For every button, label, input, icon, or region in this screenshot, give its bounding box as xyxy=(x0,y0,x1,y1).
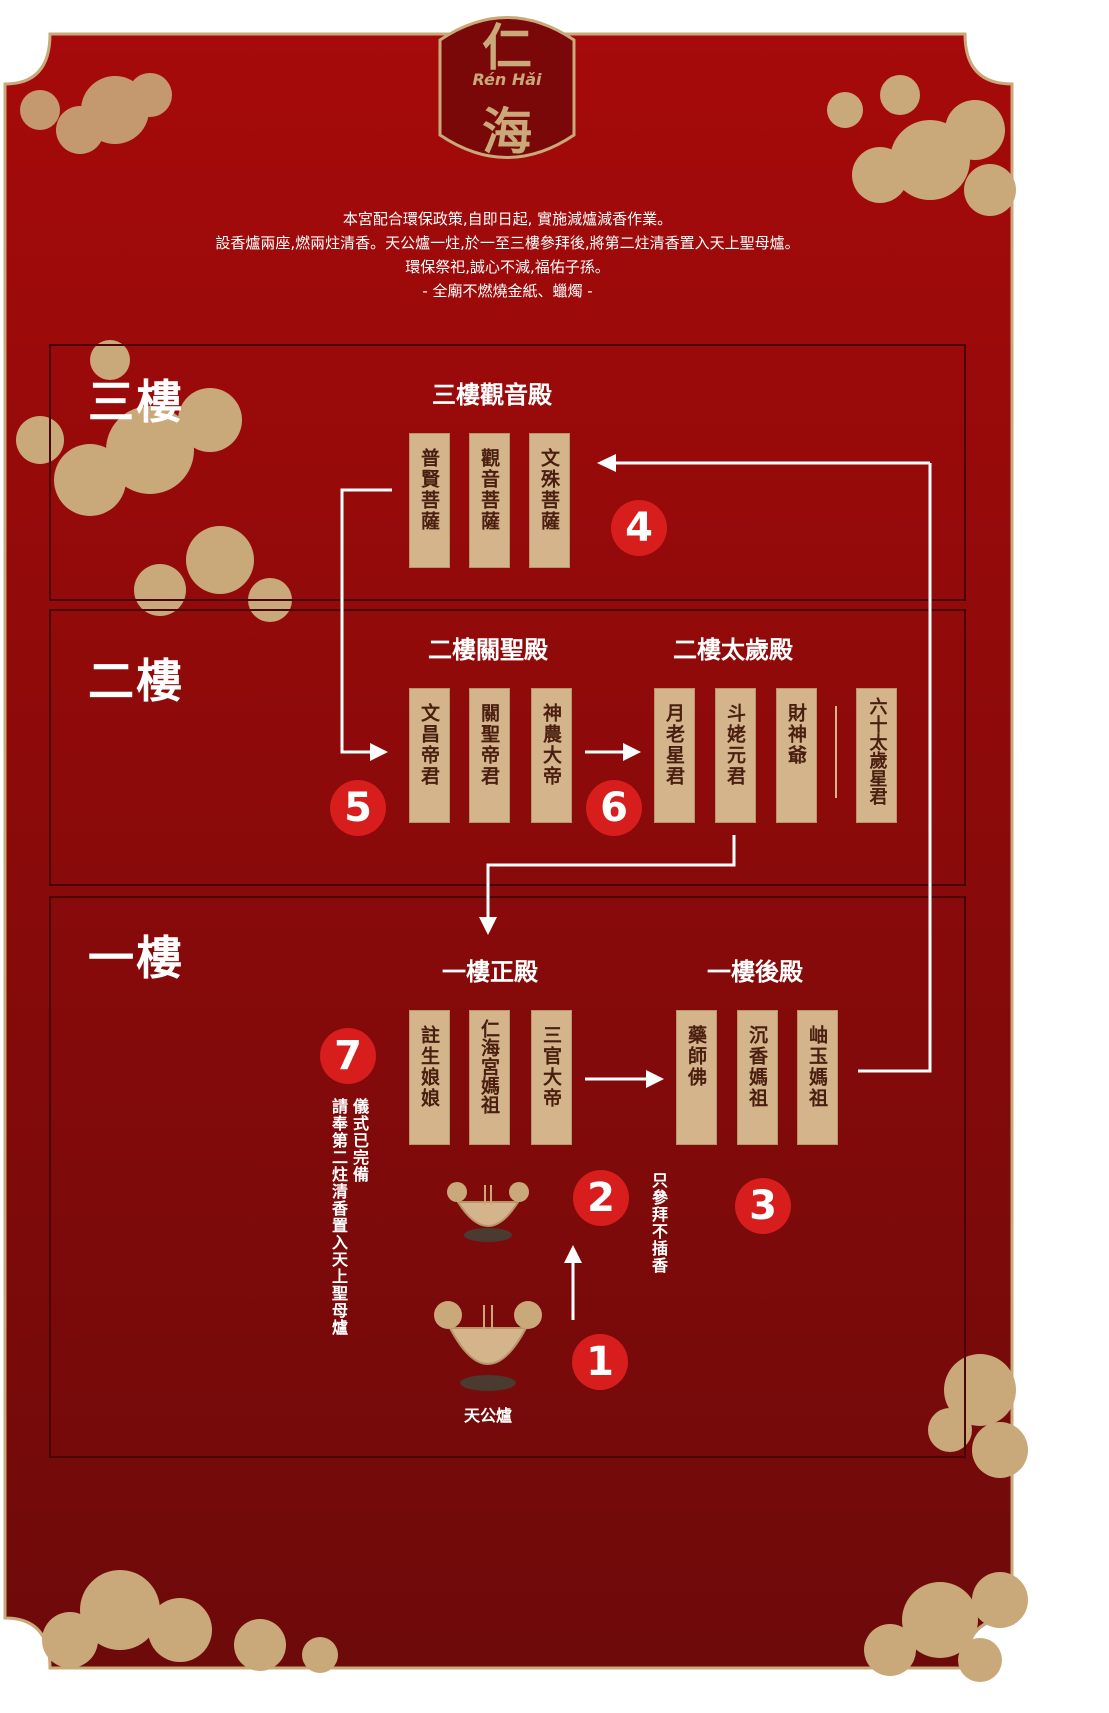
notice-line-2: 設香爐兩座,燃兩炷清香。天公爐一炷,於一至三樓參拜後,將第二炷清香置入天上聖母爐… xyxy=(215,234,800,252)
hall-title-second-left: 二樓關聖殿 xyxy=(428,636,548,664)
deity-plaque: 六十太歲星君 xyxy=(856,688,897,823)
hall-title-second-right: 二樓太歲殿 xyxy=(673,636,793,664)
deity-plaque: 月老星君 xyxy=(654,688,695,823)
floor-label-second: 二樓 xyxy=(88,654,184,708)
deity-plaque: 斗姥元君 xyxy=(715,688,756,823)
step-7-note-line-1: 儀式已完備 xyxy=(350,1098,369,1183)
step-badge-2: 2 xyxy=(573,1170,629,1226)
notice-line-1: 本宮配合環保政策,自即日起, 實施減爐減香作業。 xyxy=(342,210,673,228)
deity-plaque: 文昌帝君 xyxy=(409,688,450,823)
arrow-icon xyxy=(370,454,664,1263)
logo-seal-icon xyxy=(438,16,576,159)
deity-plaque: 神農大帝 xyxy=(531,688,572,823)
cloud-icon xyxy=(928,1354,1028,1478)
logo-hanzi-bottom: 海 xyxy=(482,103,532,161)
deity-plaque: 觀音菩薩 xyxy=(469,433,510,568)
floor-label-first: 一樓 xyxy=(88,931,184,985)
deity-plaque: 文殊菩薩 xyxy=(529,433,570,568)
deity-plaque: 財神爺 xyxy=(776,688,817,823)
deity-plaque: 普賢菩薩 xyxy=(409,433,450,568)
first-floor-section xyxy=(49,896,966,1458)
cloud-icon xyxy=(864,1572,1028,1682)
hall-title-first-left: 一樓正殿 xyxy=(442,958,538,986)
hall-title-first-right: 一樓後殿 xyxy=(707,958,803,986)
deity-plaque: 註生娘娘 xyxy=(409,1010,450,1145)
step-badge-4: 4 xyxy=(611,500,667,556)
logo-hanzi-top: 仁 xyxy=(482,19,532,77)
logo-romanization: Rén Hǎi xyxy=(472,70,542,89)
step-badge-5: 5 xyxy=(330,780,386,836)
notice-line-3: 環保祭祀,誠心不減,福佑子孫。 xyxy=(405,258,610,276)
step-badge-1: 1 xyxy=(572,1334,628,1390)
deity-plaque: 三官大帝 xyxy=(531,1010,572,1145)
floor-label-third: 三樓 xyxy=(88,375,184,429)
hall-title-third: 三樓觀音殿 xyxy=(432,381,552,409)
deity-plaque: 仁海宮媽祖 xyxy=(469,1010,510,1145)
step-badge-6: 6 xyxy=(586,780,642,836)
step-badge-3: 3 xyxy=(735,1178,791,1234)
incense-burner-icon xyxy=(434,1301,542,1391)
burner-label: 天公爐 xyxy=(463,1406,512,1425)
deity-plaque: 關聖帝君 xyxy=(469,688,510,823)
deity-plaque: 沉香媽祖 xyxy=(737,1010,778,1145)
arrow-icon xyxy=(340,461,932,1320)
cloud-icon xyxy=(20,73,172,154)
notice-line-4: - 全廟不燃燒金紙、蠟燭 - xyxy=(422,282,593,300)
second-floor-section xyxy=(49,609,966,886)
step-badge-7: 7 xyxy=(320,1028,376,1084)
cloud-icon xyxy=(827,75,1016,216)
third-floor-section xyxy=(49,344,966,601)
step-7-note-line-2: 請奉第二炷清香置入天上聖母爐 xyxy=(329,1098,348,1336)
deity-plaque: 藥師佛 xyxy=(676,1010,717,1145)
incense-burner-icon xyxy=(447,1182,529,1242)
step-2-note: 只參拜不插香 xyxy=(649,1172,668,1274)
deity-plaque: 岫玉媽祖 xyxy=(797,1010,838,1145)
cloud-icon xyxy=(42,1570,338,1673)
